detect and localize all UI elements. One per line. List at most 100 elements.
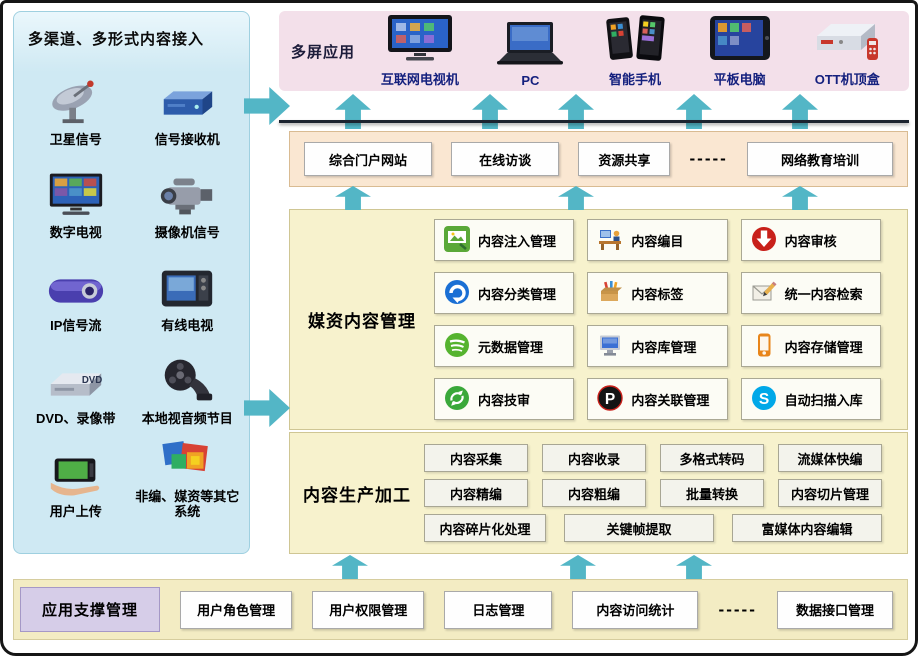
source-item-label: 摄像机信号	[154, 225, 220, 241]
support-item: 数据接口管理	[776, 590, 893, 629]
media-item-label: 内容库管理	[631, 339, 697, 355]
device-label: 互联网电视机	[380, 72, 459, 87]
media-item-label: 内容审核	[784, 233, 837, 249]
device-label: PC	[521, 73, 540, 88]
signal-receiver-icon	[156, 83, 218, 130]
production-item: 多格式转码	[660, 444, 764, 472]
content-ingest-icon	[444, 225, 470, 255]
flow-arrow-up	[560, 555, 596, 579]
production-item: 内容粗编	[542, 479, 646, 507]
device-item: 智能手机	[602, 14, 668, 88]
device-label: 平板电脑	[713, 72, 766, 87]
content-production-grid: 内容采集 内容收录 多格式转码 流媒体快编 内容精编 内容粗编 批量转换 内容切…	[424, 433, 907, 553]
flow-arrow-up	[676, 555, 712, 579]
classify-rotate-icon	[444, 279, 470, 308]
camcorder-icon	[156, 172, 218, 223]
flow-arrow-up	[335, 186, 371, 210]
content-production-panel: 内容生产加工 内容采集 内容收录 多格式转码 流媒体快编 内容精编 内容粗编 批…	[289, 432, 908, 554]
media-item: 内容技审	[434, 378, 575, 420]
media-item-label: 内容标签	[631, 286, 684, 302]
media-asset-panel: 媒资内容管理 内容注入管理 内容编目 内容审核 内容分类管理 内容标签	[289, 209, 908, 430]
media-asset-grid: 内容注入管理 内容编目 内容审核 内容分类管理 内容标签 统一内容检索	[434, 210, 907, 429]
laptop-icon	[494, 20, 566, 71]
source-item-label: 信号接收机	[154, 132, 220, 148]
flow-arrow-up	[782, 94, 818, 129]
media-asset-title: 媒资内容管理	[308, 312, 416, 331]
device-label: 智能手机	[609, 72, 662, 87]
portal-item: 资源共享	[578, 142, 671, 176]
media-item-label: 内容技审	[478, 392, 531, 408]
media-item-label: 内容存储管理	[784, 339, 863, 355]
production-item: 内容碎片化处理	[424, 514, 546, 542]
media-item: P 内容关联管理	[587, 378, 728, 420]
media-item: 内容存储管理	[740, 325, 881, 367]
ip-stream-device-icon	[45, 271, 107, 316]
flow-arrow-up	[332, 555, 368, 579]
app-support-title: 应用支撑管理	[20, 587, 160, 632]
flow-arrow-up	[335, 94, 371, 129]
media-item: 内容注入管理	[434, 219, 575, 261]
source-item-label: 非编、媒资等其它系统	[135, 489, 240, 520]
multiscreen-panel: 多屏应用 互联网电视机 PC 智能手机	[279, 11, 909, 91]
media-item: 统一内容检索	[740, 272, 881, 314]
media-item-label: 内容分类管理	[478, 286, 557, 302]
source-item: 用户上传	[20, 429, 132, 522]
dvd-player-icon: DVD	[45, 364, 107, 409]
content-production-title: 内容生产加工	[303, 485, 411, 505]
portal-item: 网络教育培训	[747, 142, 893, 176]
source-item: 有线电视	[132, 243, 244, 336]
source-item-label: 卫星信号	[49, 132, 102, 148]
ellipsis-dashes: -----	[689, 149, 728, 168]
media-item: 内容审核	[740, 219, 881, 261]
production-row: 内容精编 内容粗编 批量转换 内容切片管理	[424, 479, 882, 507]
media-item-label: 内容编目	[631, 233, 684, 249]
media-item: 元数据管理	[434, 325, 575, 367]
production-row: 内容碎片化处理 关键帧提取 富媒体内容编辑	[424, 514, 882, 542]
catalog-desk-icon	[597, 226, 623, 255]
device-item: 平板电脑	[704, 14, 776, 88]
search-edit-icon	[751, 279, 777, 308]
media-item: S 自动扫描入库	[740, 378, 881, 420]
svg-text:P: P	[605, 390, 615, 407]
digital-tv-icon	[45, 170, 107, 223]
production-item: 内容切片管理	[778, 479, 882, 507]
production-item: 内容采集	[424, 444, 528, 472]
source-item-label: DVD、录像带	[36, 411, 116, 427]
source-item: DVD DVD、录像带	[20, 336, 132, 429]
source-item-label: 有线电视	[161, 318, 214, 334]
portal-item: 在线访谈	[451, 142, 560, 176]
source-item: 非编、媒资等其它系统	[132, 429, 244, 522]
production-item: 批量转换	[660, 479, 764, 507]
portal-item: 综合门户网站	[304, 142, 432, 176]
horizontal-divider	[279, 120, 909, 123]
ott-settop-box-icon	[811, 14, 883, 67]
source-item: 本地视音频节目	[132, 336, 244, 429]
support-item: 用户角色管理	[180, 590, 293, 629]
support-item: 内容访问统计	[572, 590, 699, 629]
content-access-grid: 卫星信号 信号接收机 数字电视 摄像机信号	[20, 57, 243, 522]
flow-arrow-up	[472, 94, 508, 129]
flow-arrow-up	[558, 186, 594, 210]
media-item-label: 内容关联管理	[631, 392, 710, 408]
svg-text:DVD: DVD	[82, 375, 102, 386]
device-row: 互联网电视机 PC 智能手机 平板电脑	[363, 14, 901, 88]
source-item-label: IP信号流	[50, 318, 102, 334]
device-label: OTT机顶盒	[814, 72, 880, 87]
flow-arrow-right	[244, 389, 290, 427]
svg-text:S: S	[758, 390, 768, 407]
tag-box-icon	[597, 279, 623, 308]
storage-device-icon	[751, 332, 777, 361]
satellite-dish-icon	[45, 79, 107, 130]
ellipsis-dashes: -----	[718, 599, 757, 619]
media-item: 内容库管理	[587, 325, 728, 367]
user-upload-hand-icon	[45, 453, 107, 502]
source-item-label: 本地视音频节目	[141, 411, 233, 427]
source-item: IP信号流	[20, 243, 132, 336]
film-reel-icon	[156, 356, 218, 409]
flow-arrow-up	[782, 186, 818, 210]
multiscreen-title: 多屏应用	[291, 43, 356, 61]
library-computer-icon	[597, 332, 623, 361]
production-item: 流媒体快编	[778, 444, 882, 472]
portal-services-panel: 综合门户网站 在线访谈 资源共享 ----- 网络教育培训	[289, 131, 908, 187]
